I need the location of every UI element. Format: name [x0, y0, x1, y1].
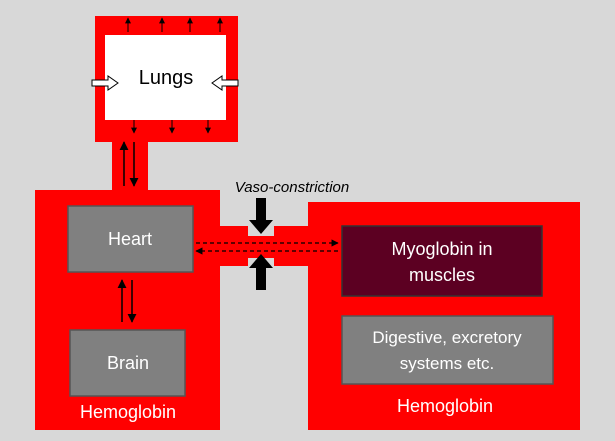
left-hemoglobin-label: Hemoglobin — [80, 402, 176, 422]
digestive-label-line2: systems etc. — [400, 354, 494, 373]
right-hemoglobin-label: Hemoglobin — [397, 396, 493, 416]
brain-box — [69, 329, 186, 397]
lungs-heart-flow-arrows — [119, 141, 139, 187]
lungs-left-arrow-icon — [91, 75, 119, 91]
myoglobin-label-line2: muscles — [409, 265, 475, 285]
lungs-right-arrow-icon — [211, 75, 239, 91]
lungs-label: Lungs — [139, 67, 194, 89]
connector-vessel-narrow — [246, 236, 276, 258]
heart-muscle-dashed-arrows — [195, 239, 339, 255]
myoglobin-box — [341, 225, 543, 297]
heart-brain-flow-arrows — [117, 279, 137, 323]
digestive-box — [341, 315, 554, 385]
lungs-top-arrows — [125, 17, 223, 32]
heart-label: Heart — [108, 229, 152, 249]
lungs-bottom-arrows — [131, 120, 211, 134]
brain-label: Brain — [107, 353, 149, 373]
vasoconstriction-up-arrow-icon — [249, 254, 273, 290]
lungs-box — [105, 35, 226, 120]
lungs-to-heart-vessel — [112, 135, 148, 195]
vasoconstriction-down-arrow-icon — [249, 198, 273, 234]
connector-vessel-left — [218, 226, 248, 266]
connector-vessel-right — [274, 226, 314, 266]
vasoconstriction-label: Vaso-constriction — [235, 179, 350, 196]
digestive-label-line1: Digestive, excretory — [372, 328, 522, 347]
myoglobin-label-line1: Myoglobin in — [391, 239, 492, 259]
heart-box — [67, 205, 194, 273]
